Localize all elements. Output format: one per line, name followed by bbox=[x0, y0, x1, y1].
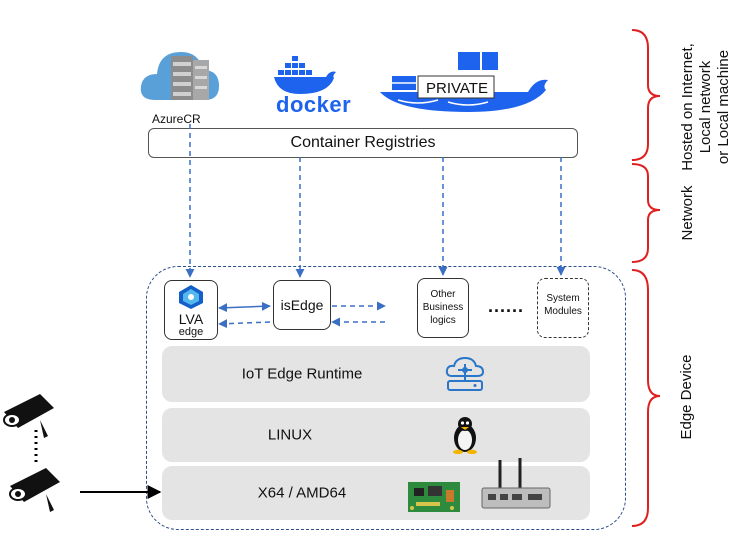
x64-label: X64 / AMD64 bbox=[257, 484, 347, 502]
edge-device-label: Edge Device bbox=[642, 354, 732, 439]
docker-label: docker bbox=[276, 92, 352, 117]
camera-icon-top bbox=[3, 394, 54, 438]
container-registries-bar: Container Registries bbox=[148, 128, 578, 158]
system-modules-label-1: System bbox=[546, 293, 580, 304]
other-business-logics-label-3: logics bbox=[430, 315, 456, 326]
more-modules-ellipsis: ...... bbox=[488, 296, 525, 316]
hosted-label: Hosted on Internet, Local network or Loc… bbox=[636, 43, 743, 171]
circuit-board-icon bbox=[408, 480, 460, 518]
lva-to-isedge-arrow bbox=[218, 301, 271, 313]
azure-registry-label: AzureCR bbox=[152, 112, 201, 126]
lva-module-icon bbox=[177, 284, 205, 315]
network-brace bbox=[631, 163, 661, 263]
camera-icon-bottom bbox=[9, 468, 60, 512]
network-label: Network bbox=[648, 186, 728, 241]
isedge-label: isEdge bbox=[280, 297, 324, 313]
tux-penguin-icon bbox=[450, 414, 480, 458]
network-label-text: Network bbox=[679, 185, 696, 241]
linux-label: LINUX bbox=[267, 426, 313, 444]
system-modules-label-2: Modules bbox=[544, 306, 582, 317]
other-business-logics-label-2: Business bbox=[422, 302, 464, 313]
iot-edge-runtime-label: IoT Edge Runtime bbox=[241, 365, 363, 383]
cloud-network-icon bbox=[444, 354, 486, 398]
edge-device-container bbox=[146, 266, 626, 530]
other-business-logics-module: Other Business logics bbox=[417, 278, 469, 338]
other-business-logics-label-1: Other bbox=[430, 289, 456, 300]
private-registry-label: PRIVATE bbox=[426, 80, 488, 97]
private-registry-logo bbox=[378, 50, 553, 115]
lva-edge-module: LVA edge bbox=[164, 280, 218, 340]
hosted-label-line1: Hosted on Internet, bbox=[679, 43, 696, 171]
container-registries-label: Container Registries bbox=[290, 134, 436, 151]
edge-device-brace bbox=[631, 269, 661, 527]
x64-hardware-layer: X64 / AMD64 bbox=[162, 458, 590, 520]
lva-title: LVA bbox=[178, 311, 204, 327]
docker-logo bbox=[270, 52, 350, 96]
isedge-module: isEdge bbox=[273, 280, 331, 330]
iot-edge-runtime-layer: IoT Edge Runtime bbox=[162, 346, 590, 402]
isedge-to-lva-arrow bbox=[218, 319, 271, 329]
linux-layer: LINUX bbox=[162, 408, 590, 462]
system-modules-module: System Modules bbox=[537, 278, 589, 338]
hosted-label-line2: Local network bbox=[697, 60, 714, 154]
edge-gateway-device-icon bbox=[478, 456, 554, 518]
hosted-label-line3: or Local machine bbox=[715, 49, 732, 165]
lva-subtitle: edge bbox=[178, 326, 204, 338]
azure-registry-logo bbox=[135, 38, 225, 118]
edge-device-label-text: Edge Device bbox=[678, 354, 695, 440]
hosted-brace bbox=[631, 29, 661, 161]
